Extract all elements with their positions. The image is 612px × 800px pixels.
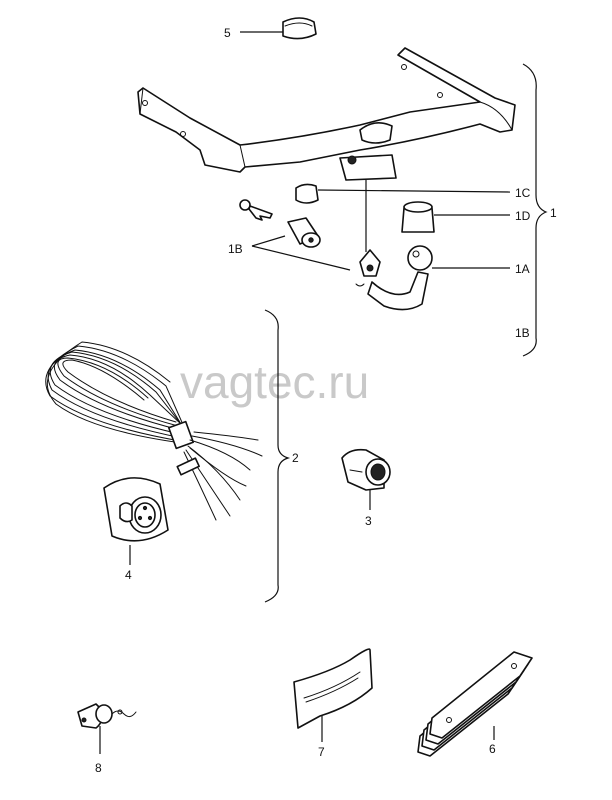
watermark-text: vagtec.ru [180,356,369,408]
part-3-connector [341,448,391,491]
part-1b-lock [287,217,321,248]
label-1c: 1C [515,186,531,200]
label-1d: 1D [515,209,531,223]
label-1b-right: 1B [515,326,530,340]
part-1-tow-bar-beam [137,47,516,181]
label-6: 6 [489,742,496,756]
label-2: 2 [292,451,299,465]
label-8: 8 [95,761,102,775]
part-5-cap [282,17,317,40]
label-1b-left: 1B [228,242,243,256]
part-1b-key [239,199,273,221]
part-4-socket [103,477,169,542]
part-1d-cover [401,201,435,233]
part-1c-cap [295,183,319,204]
label-7: 7 [318,745,325,759]
label-1a: 1A [515,262,530,276]
label-1: 1 [550,206,557,220]
part-8-clip [77,703,137,729]
label-4: 4 [125,568,132,582]
label-3: 3 [365,514,372,528]
part-6-plates [417,651,533,757]
part-2-wiring-harness [45,341,263,521]
part-7-sticker [293,648,373,729]
part-1a-ball-neck [355,245,433,311]
label-5: 5 [224,26,231,40]
